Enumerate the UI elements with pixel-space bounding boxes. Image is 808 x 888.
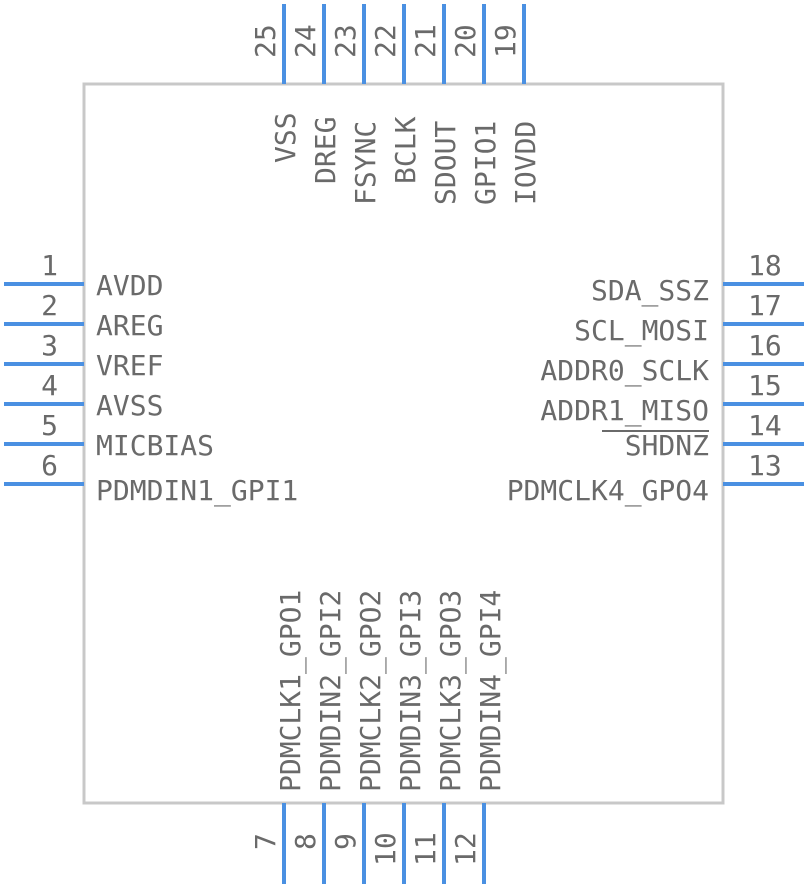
- pin-label-fsync: FSYNC: [349, 121, 382, 205]
- pin-number-10: 10: [369, 832, 402, 866]
- pin-number-21: 21: [409, 24, 442, 58]
- pin-label-gpio1: GPIO1: [469, 121, 502, 205]
- pin-label-iovdd: IOVDD: [509, 121, 542, 205]
- pin-label-sdout: SDOUT: [429, 121, 462, 205]
- pin-label-vss: VSS: [269, 112, 302, 163]
- pin-number-11: 11: [409, 832, 442, 866]
- pin-number-24: 24: [289, 24, 322, 58]
- pin-number-1: 1: [41, 249, 58, 282]
- pin-label-pdmdin3-gpi3: PDMDIN3_GPI3: [394, 590, 428, 792]
- pin-number-16: 16: [748, 329, 782, 362]
- pin-number-9: 9: [329, 833, 362, 850]
- pin-number-4: 4: [41, 369, 58, 402]
- pin-label-bclk: BCLK: [389, 116, 422, 184]
- pin-number-22: 22: [369, 24, 402, 58]
- pin-label-pdmdin4-gpi4: PDMDIN4_GPI4: [474, 590, 508, 792]
- pin-label-addr1-miso: ADDR1_MISO: [540, 394, 709, 428]
- pin-label-vref: VREF: [96, 349, 163, 382]
- pin-number-2: 2: [41, 289, 58, 322]
- pin-label-pdmdin2-gpi2: PDMDIN2_GPI2: [314, 590, 348, 792]
- pin-label-pdmdin1: PDMDIN1_GPI1: [96, 474, 298, 508]
- pin-number-8: 8: [289, 833, 322, 850]
- pin-number-14: 14: [748, 409, 782, 442]
- pin-number-23: 23: [329, 24, 362, 58]
- pin-number-12: 12: [449, 832, 482, 866]
- pin-number-3: 3: [41, 329, 58, 362]
- pin-label-addr0-sclk: ADDR0_SCLK: [540, 354, 709, 388]
- pin-label-micbias: MICBIAS: [96, 429, 214, 462]
- pin-label-dreg: DREG: [309, 117, 342, 184]
- pin-label-sda-ssz: SDA_SSZ: [591, 274, 709, 308]
- pin-number-18: 18: [748, 249, 782, 282]
- pin-number-5: 5: [41, 409, 58, 442]
- pin-number-13: 13: [748, 449, 782, 482]
- pin-number-20: 20: [449, 24, 482, 58]
- pin-label-scl-mosi: SCL_MOSI: [574, 314, 709, 348]
- pin-number-7: 7: [249, 833, 282, 850]
- pin-number-15: 15: [748, 369, 782, 402]
- pin-label-avdd: AVDD: [96, 269, 163, 302]
- ic-body: [82, 82, 725, 805]
- pin-number-25: 25: [249, 24, 282, 58]
- pin-number-6: 6: [41, 449, 58, 482]
- pin-number-17: 17: [748, 289, 782, 322]
- pin-label-pdmclk2-gpo2: PDMCLK2_GPO2: [354, 590, 388, 792]
- pin-number-19: 19: [489, 24, 522, 58]
- pin-label-avss: AVSS: [96, 389, 163, 422]
- pin-label-areg: AREG: [96, 309, 163, 342]
- pin-label-pdmclk3-gpo3: PDMCLK3_GPO3: [434, 590, 468, 792]
- pin-label-shdnz: SHDNZ: [625, 429, 709, 462]
- pin-label-pdmclk1-gpo1: PDMCLK1_GPO1: [274, 590, 308, 792]
- pin-label-pdmclk4-gpo4: PDMCLK4_GPO4: [507, 474, 709, 508]
